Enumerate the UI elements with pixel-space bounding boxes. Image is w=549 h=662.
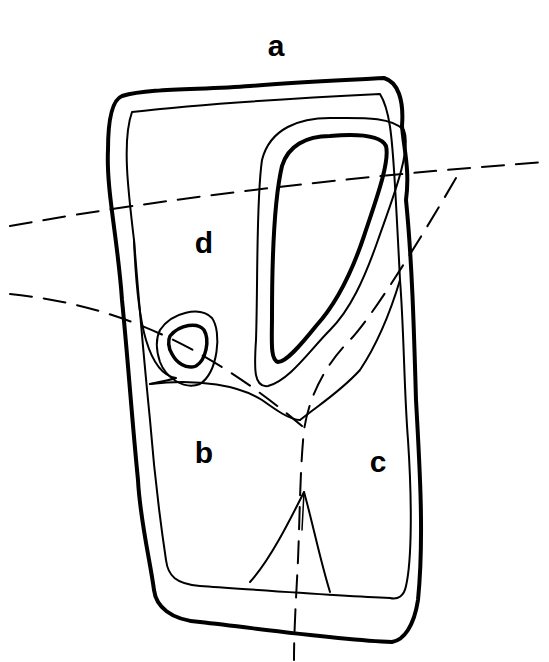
ridge-line bbox=[300, 280, 400, 420]
fossa-outer bbox=[255, 118, 406, 386]
dashed-section-line bbox=[294, 178, 456, 660]
enamel-line bbox=[127, 94, 411, 599]
groove-notch bbox=[302, 492, 304, 530]
dashed-section-line bbox=[10, 294, 302, 426]
crown-outline bbox=[108, 78, 421, 642]
pit-outer bbox=[157, 312, 217, 386]
region-label: c bbox=[370, 447, 387, 477]
ridge-line bbox=[150, 382, 300, 420]
ridge-line bbox=[134, 240, 176, 384]
dashed-section-line bbox=[10, 162, 545, 226]
region-label: d bbox=[195, 228, 213, 258]
region-label: b bbox=[195, 438, 213, 468]
fossa-inner bbox=[272, 135, 387, 362]
panel-label: a bbox=[268, 31, 285, 61]
groove-notch bbox=[250, 492, 330, 592]
